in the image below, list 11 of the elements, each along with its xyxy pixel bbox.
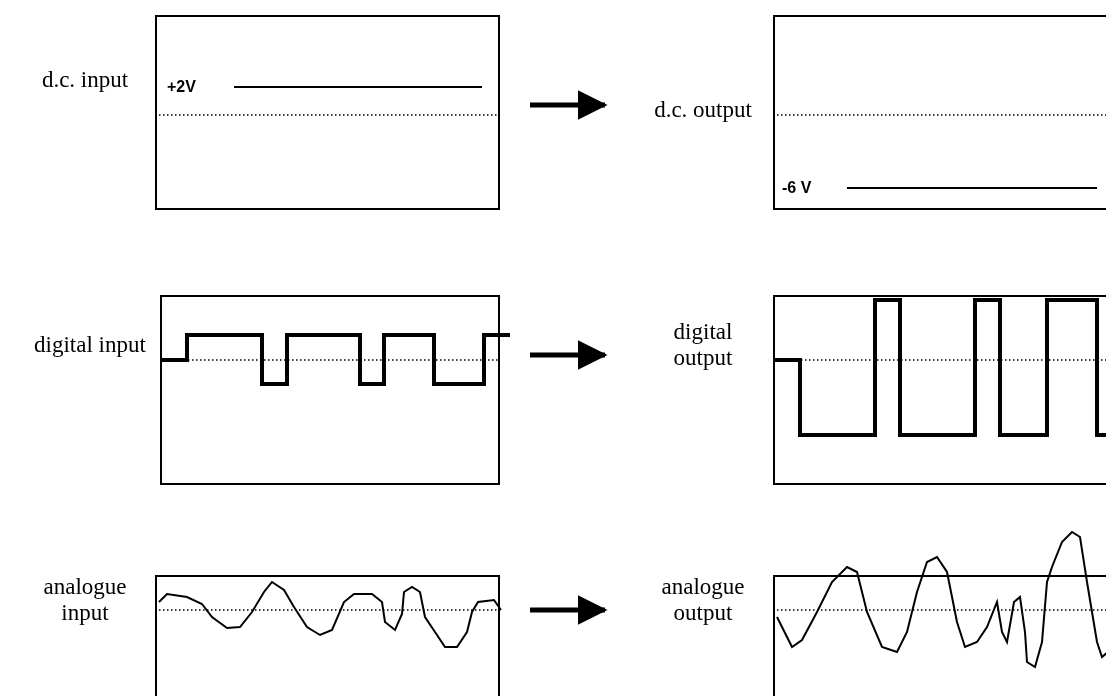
panel-label: digital input bbox=[33, 332, 147, 358]
panel-label: analogue output bbox=[660, 574, 746, 626]
arrow bbox=[530, 90, 608, 120]
panel-label: digital output bbox=[672, 319, 734, 371]
voltage-label: -6 V bbox=[782, 179, 812, 197]
panel-label: analogue input bbox=[42, 574, 128, 626]
panel-label: d.c. output bbox=[653, 97, 753, 123]
voltage-label: +2V bbox=[167, 78, 196, 96]
arrow bbox=[530, 340, 608, 370]
panel-label: d.c. input bbox=[40, 67, 130, 93]
arrow bbox=[530, 595, 608, 625]
